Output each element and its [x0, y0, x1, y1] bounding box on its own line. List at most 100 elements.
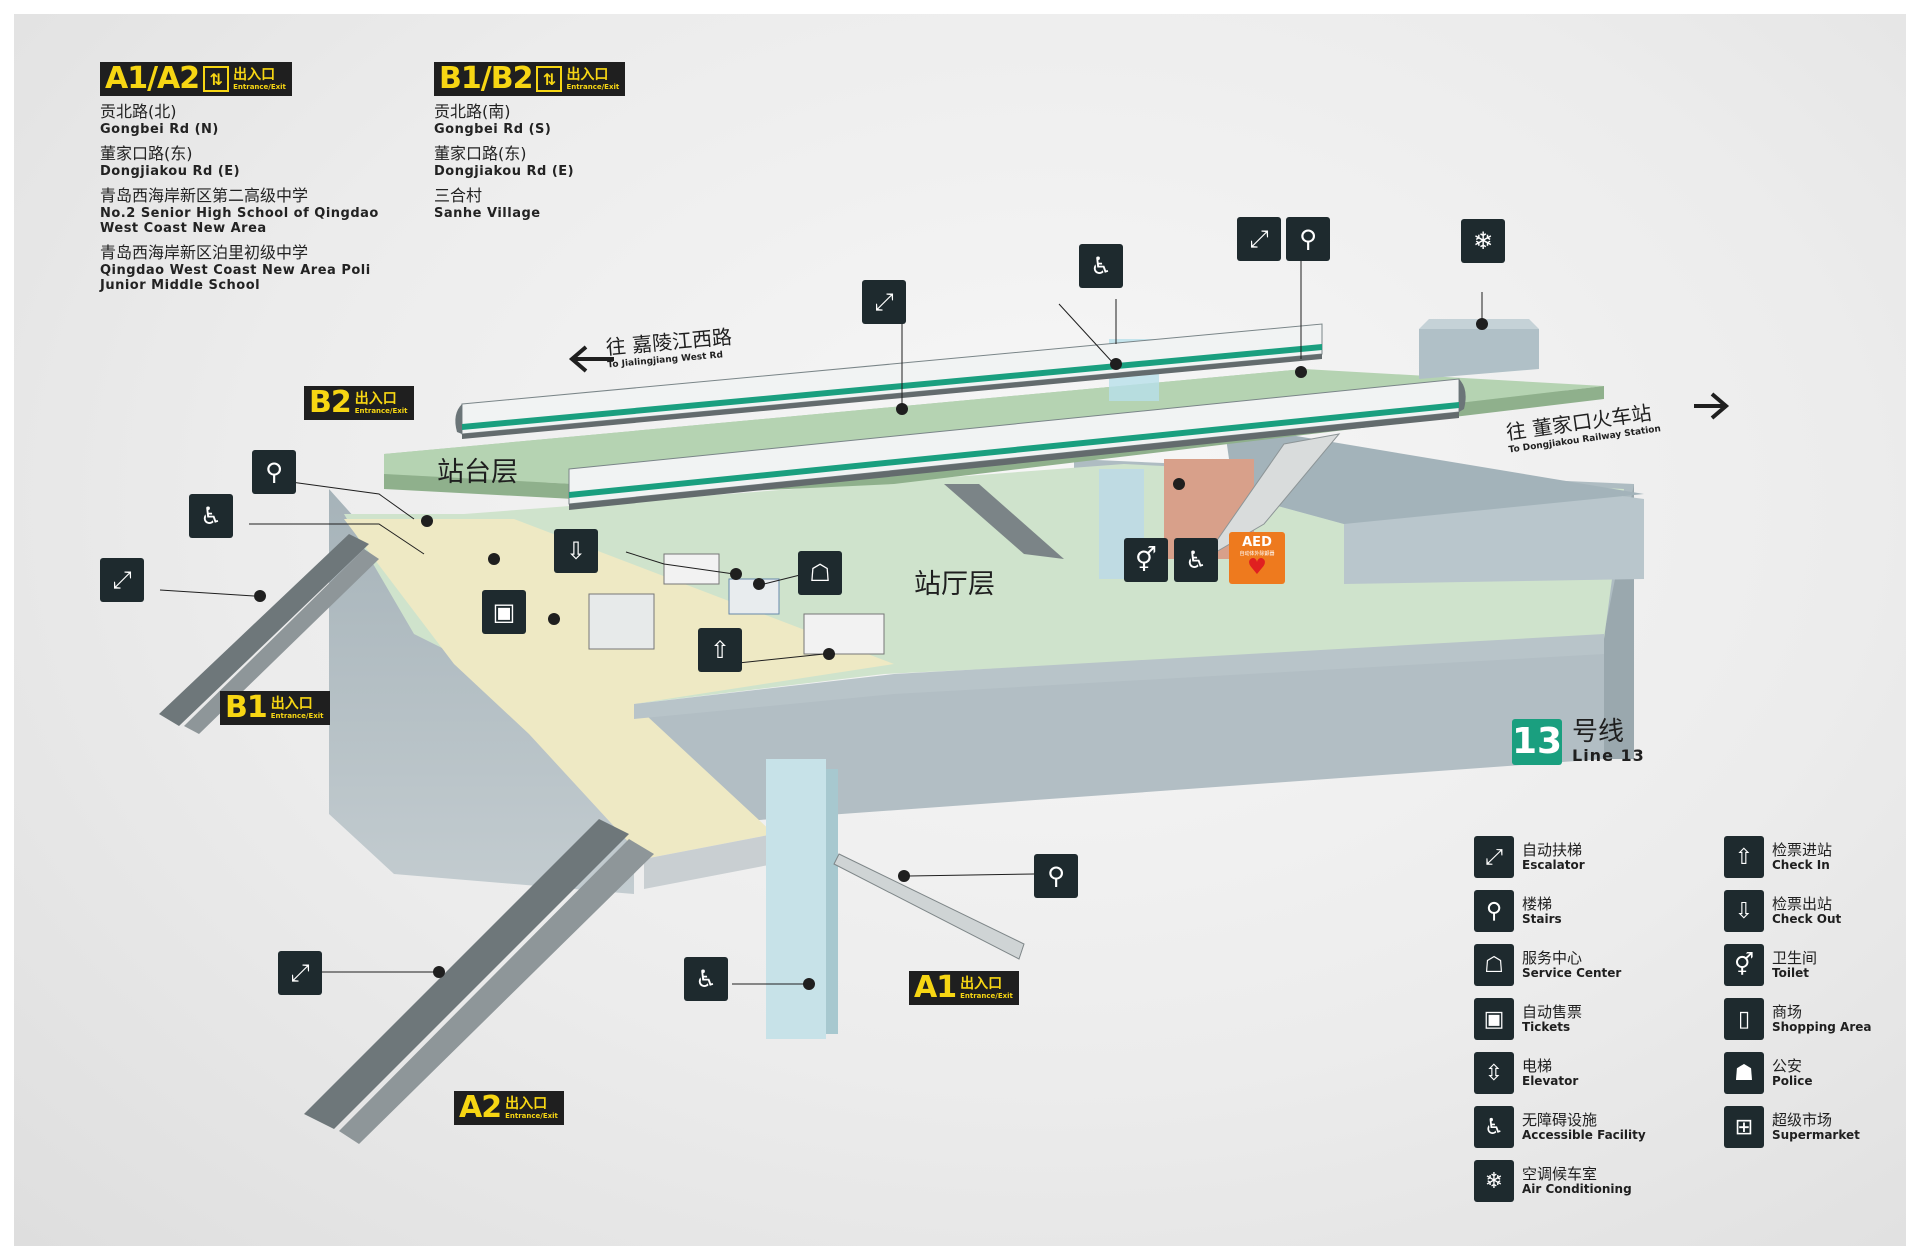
elevator-icon: ♿	[1079, 244, 1123, 288]
escalator-icon: ⤢	[862, 280, 906, 324]
exit-code: A1	[914, 970, 957, 1005]
platform-slab-edge	[384, 386, 1604, 499]
exit-code: A1/A2	[105, 61, 200, 96]
exit-label-en: Entrance/Exit	[960, 991, 1013, 1000]
elevator-icon: ♿	[189, 494, 233, 538]
aed-sign: AED 自动体外除颤器 ♥	[1229, 532, 1285, 584]
heart-icon: ♥	[1247, 555, 1267, 580]
exit-label-zh: 出入口	[270, 695, 313, 712]
passage-wall-front	[644, 834, 774, 889]
check-out-icon: ⇩	[1724, 890, 1764, 932]
tickets-icon: ▣	[1474, 998, 1514, 1040]
stairs-icon: ⚲	[1474, 890, 1514, 932]
air-conditioning-icon: ❄	[1461, 219, 1505, 263]
line-badge: 13 号线 Line 13	[1512, 718, 1645, 765]
platform-level-label: 站台层	[437, 457, 518, 488]
exit-label-en: Entrance/Exit	[270, 711, 324, 720]
a1-exit-stairs	[833, 853, 1025, 960]
leader-lines	[159, 261, 1483, 985]
shopping-icon: ▯	[1724, 998, 1764, 1040]
arrow-east-icon	[1694, 392, 1730, 420]
station-3d-illustration	[159, 261, 1730, 1144]
b-exit-escalator-2	[184, 549, 379, 734]
entrance-column	[766, 759, 826, 1039]
accessible-icon: ♿	[1474, 1106, 1514, 1148]
leader-dots	[254, 318, 1488, 990]
elevator-icon: ♿	[684, 957, 728, 1001]
train-upper	[455, 323, 1323, 439]
stairs-icon: ⚲	[1286, 217, 1330, 261]
platform-escalator	[944, 484, 1064, 559]
ticket-machines	[588, 553, 885, 655]
concourse-front-wall	[634, 634, 1604, 829]
line-label-en: Line 13	[1572, 746, 1645, 765]
destination-item: 贡北路(北)Gongbei Rd (N)	[100, 102, 219, 137]
exit-label-zh: 出入口	[233, 66, 276, 83]
a2-exit-escalator-2	[339, 839, 654, 1144]
destinations-b: 贡北路(南)Gongbei Rd (S) 董家口路(东)Dongjiakou R…	[434, 102, 694, 228]
exit-label-zh: 出入口	[960, 975, 1003, 992]
destinations-a: 贡北路(北)Gongbei Rd (N) 董家口路(东)Dongjiakou R…	[100, 102, 430, 300]
toilet-icon: ⚥	[1724, 944, 1764, 986]
tickets-icon: ▣	[482, 590, 526, 634]
destination-item: 董家口路(东)Dongjiakou Rd (E)	[434, 144, 575, 179]
exit-label-en: Entrance/Exit	[505, 1111, 558, 1120]
stairs-icon: ⚲	[252, 450, 296, 494]
exit-label-zh: 出入口	[354, 390, 397, 407]
destination-item: 董家口路(东)Dongjiakou Rd (E)	[100, 144, 241, 179]
entrance-passage-floor	[344, 519, 894, 859]
exit-code: B1	[225, 690, 268, 725]
aed-subtitle: 自动体外除颤器	[1239, 551, 1275, 557]
escalator-icon: ⤢	[1474, 836, 1514, 878]
toilet-icon: ⚥	[1124, 538, 1168, 582]
line-number: 13	[1512, 718, 1562, 765]
right-platform-block-top	[1224, 424, 1644, 524]
elevator-icon: ⇳	[1474, 1052, 1514, 1094]
check-out-icon: ⇩	[554, 529, 598, 573]
exit-code: B1/B2	[439, 61, 533, 96]
a2-exit-escalator	[304, 819, 629, 1129]
stairs-icon: ⚲	[1034, 854, 1078, 898]
b-exit-escalator	[159, 534, 369, 726]
train-lower	[568, 378, 1466, 510]
aed-title: AED	[1242, 535, 1272, 550]
exit-label-zh: 出入口	[505, 1095, 548, 1112]
escalator-icon: ⤢	[100, 558, 144, 602]
exit-label-zh: 出入口	[566, 66, 609, 83]
arrow-west-icon	[568, 345, 614, 373]
air-conditioning-icon: ❄	[1474, 1160, 1514, 1202]
exit-door-icon: ⇅	[536, 66, 563, 92]
check-in-icon: ⇧	[698, 628, 742, 672]
passage-side	[634, 634, 1604, 719]
concourse-level-label: 站厅层	[914, 569, 995, 600]
destination-item: 贡北路(南)Gongbei Rd (S)	[434, 102, 552, 137]
exit-code: A2	[459, 1090, 502, 1125]
aircon-room	[1419, 329, 1539, 379]
service-center-icon: ☖	[1474, 944, 1514, 986]
line-label-zh: 号线	[1572, 717, 1625, 747]
entrance-column-side	[826, 769, 838, 1034]
police-icon: ☗	[1724, 1052, 1764, 1094]
escalator-icon: ⤢	[1237, 217, 1281, 261]
check-in-icon: ⇧	[1724, 836, 1764, 878]
service-center-icon: ☖	[798, 551, 842, 595]
